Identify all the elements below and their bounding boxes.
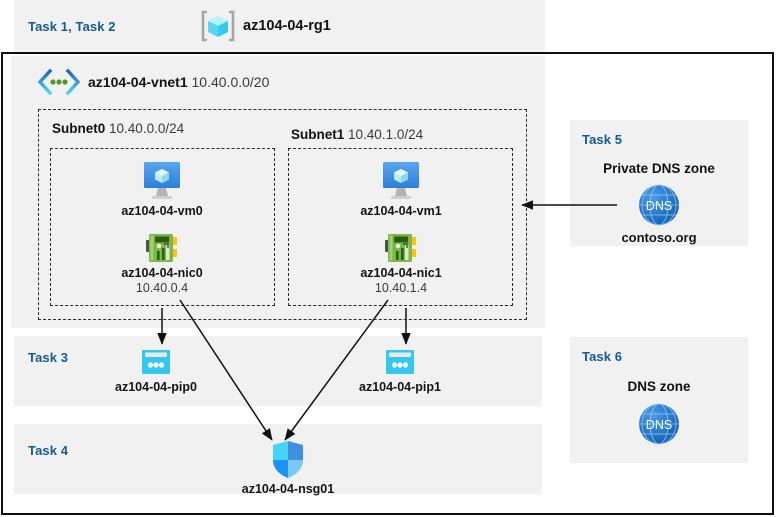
nsg-label: az104-04-nsg01 — [241, 482, 335, 496]
dns-zone-heading: DNS zone — [627, 379, 691, 394]
panel-vnet — [11, 56, 545, 328]
node-nic0[interactable]: az104-04-nic0 10.40.0.4 — [102, 232, 222, 296]
panel-task3 — [14, 336, 542, 406]
task-label-5: Task 5 — [582, 132, 623, 147]
nic0-label: az104-04-nic0 — [121, 266, 203, 280]
subnet0-title: Subnet0 10.40.0.0/24 — [52, 121, 184, 136]
virtual-machine-icon — [383, 162, 419, 199]
task-label-3: Task 3 — [28, 350, 69, 365]
node-nsg[interactable]: az104-04-nsg01 — [223, 440, 353, 497]
node-private-dns-zone[interactable]: DNS contoso.org — [570, 183, 748, 245]
subnet0-prefix: 10.40.0.0/24 — [109, 121, 185, 136]
dns-zone-icon: DNS — [639, 403, 679, 445]
network-interface-icon — [146, 234, 177, 262]
nic1-ip: 10.40.1.4 — [374, 281, 428, 295]
public-ip-icon — [386, 350, 414, 374]
subnet0-boundary — [50, 148, 275, 306]
task-label-4: Task 4 — [28, 443, 69, 458]
virtual-network-icon — [37, 68, 81, 96]
subnet0-name: Subnet0 — [52, 121, 106, 136]
pip0-label: az104-04-pip0 — [115, 380, 197, 394]
vm0-label: az104-04-vm0 — [121, 204, 203, 218]
private-dns-zone-name: contoso.org — [621, 230, 697, 245]
vnet-name: az104-04-vnet1 — [88, 74, 188, 90]
node-dns-zone[interactable]: DNS — [570, 402, 748, 446]
vnet-address-space: 10.40.0.0/20 — [191, 74, 270, 90]
subnet1-boundary — [288, 148, 513, 306]
subnet1-prefix: 10.40.1.0/24 — [348, 127, 424, 142]
resource-group-name: az104-04-rg1 — [243, 18, 331, 34]
pip1-label: az104-04-pip1 — [359, 380, 441, 394]
private-dns-zone-heading: Private DNS zone — [603, 161, 715, 176]
node-vm1[interactable]: az104-04-vm1 — [341, 160, 461, 219]
vnet-title: az104-04-vnet1 10.40.0.0/20 — [88, 74, 269, 90]
subnet1-title: Subnet1 10.40.1.0/24 — [291, 127, 423, 142]
dns-zone-icon: DNS — [639, 184, 679, 226]
task-label-1-2: Task 1, Task 2 — [28, 19, 116, 34]
nic0-ip: 10.40.0.4 — [135, 281, 189, 295]
dns-icon-text: DNS — [646, 199, 672, 213]
public-ip-icon — [142, 350, 170, 374]
resource-group-icon — [201, 10, 235, 42]
network-security-group-icon — [273, 441, 303, 478]
panel-task1-task2 — [14, 0, 545, 52]
subnet1-name: Subnet1 — [291, 127, 345, 142]
node-pip0[interactable]: az104-04-pip0 — [101, 348, 211, 395]
network-interface-icon — [385, 234, 416, 262]
vm1-label: az104-04-vm1 — [360, 204, 442, 218]
dns-icon-text: DNS — [646, 418, 672, 432]
node-pip1[interactable]: az104-04-pip1 — [345, 348, 455, 395]
task-label-6: Task 6 — [582, 349, 623, 364]
resource-group-boundary — [1, 52, 774, 515]
subnets-boundary — [38, 109, 527, 320]
nic1-label: az104-04-nic1 — [360, 266, 442, 280]
node-vm0[interactable]: az104-04-vm0 — [102, 160, 222, 219]
node-nic1[interactable]: az104-04-nic1 10.40.1.4 — [341, 232, 461, 296]
virtual-machine-icon — [144, 162, 180, 199]
